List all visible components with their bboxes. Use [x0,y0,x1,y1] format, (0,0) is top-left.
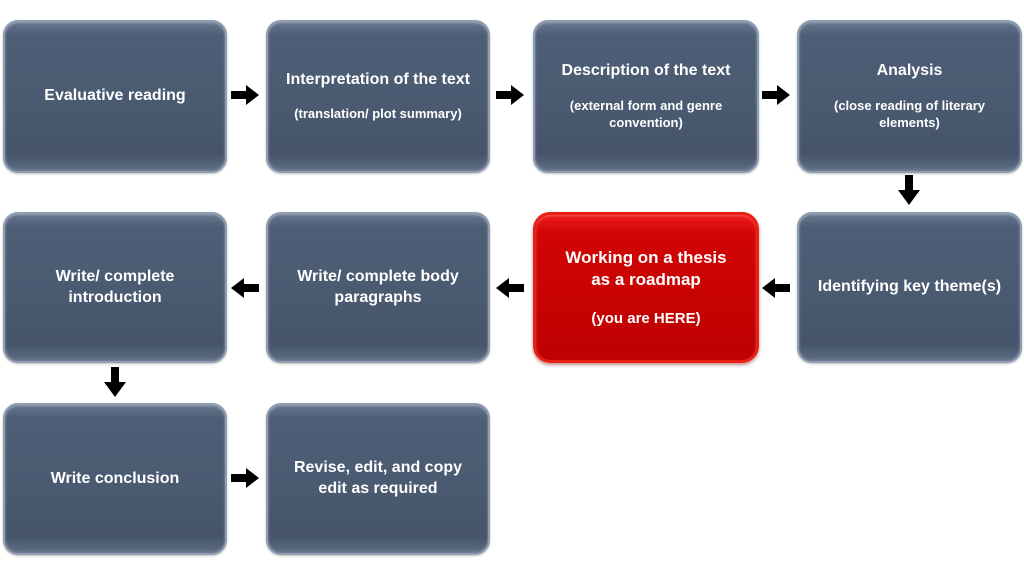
flow-box-revise-edit: Revise, edit, and copy edit as required [266,403,490,555]
flow-box-analysis: Analysis (close reading of literary elem… [797,20,1022,173]
box-title: Write/ complete body paragraphs [297,267,459,306]
flow-box-identifying-key-themes: Identifying key theme(s) [797,212,1022,363]
box-title: Working on a thesis as a roadmap [565,247,727,289]
box-title: Write conclusion [50,469,180,487]
box-title: Write/ complete introduction [55,267,175,306]
box-title: Revise, edit, and copy edit as required [293,459,463,497]
arrow-right-icon [762,85,790,105]
box-title: Description of the text [561,62,731,80]
arrow-left-icon [496,278,524,298]
flow-box-evaluative-reading: Evaluative reading [3,20,227,173]
flow-box-interpretation: Interpretation of the text (translation/… [266,20,490,173]
arrow-right-icon [231,85,259,105]
flow-box-description: Description of the text (external form a… [533,20,759,173]
arrow-left-icon [762,278,790,298]
arrow-right-icon [496,85,524,105]
arrow-down-icon [898,175,920,205]
box-title: Interpretation of the text [286,70,471,88]
box-subtitle: (close reading of literary elements) [834,98,985,130]
arrow-right-icon [231,468,259,488]
arrow-down-icon [104,367,126,397]
box-subtitle: (translation/ plot summary) [294,106,462,122]
box-title: Identifying key theme(s) [817,278,1002,296]
box-subtitle: (you are HERE) [591,309,701,327]
box-title: Analysis [876,62,943,80]
arrow-left-icon [231,278,259,298]
box-subtitle: (external form and genre convention) [569,98,723,130]
flow-box-body-paragraphs: Write/ complete body paragraphs [266,212,490,363]
flow-box-working-on-thesis-current: Working on a thesis as a roadmap (you ar… [533,212,759,363]
box-title: Evaluative reading [44,87,186,105]
flow-box-write-conclusion: Write conclusion [3,403,227,555]
flow-box-introduction: Write/ complete introduction [3,212,227,363]
